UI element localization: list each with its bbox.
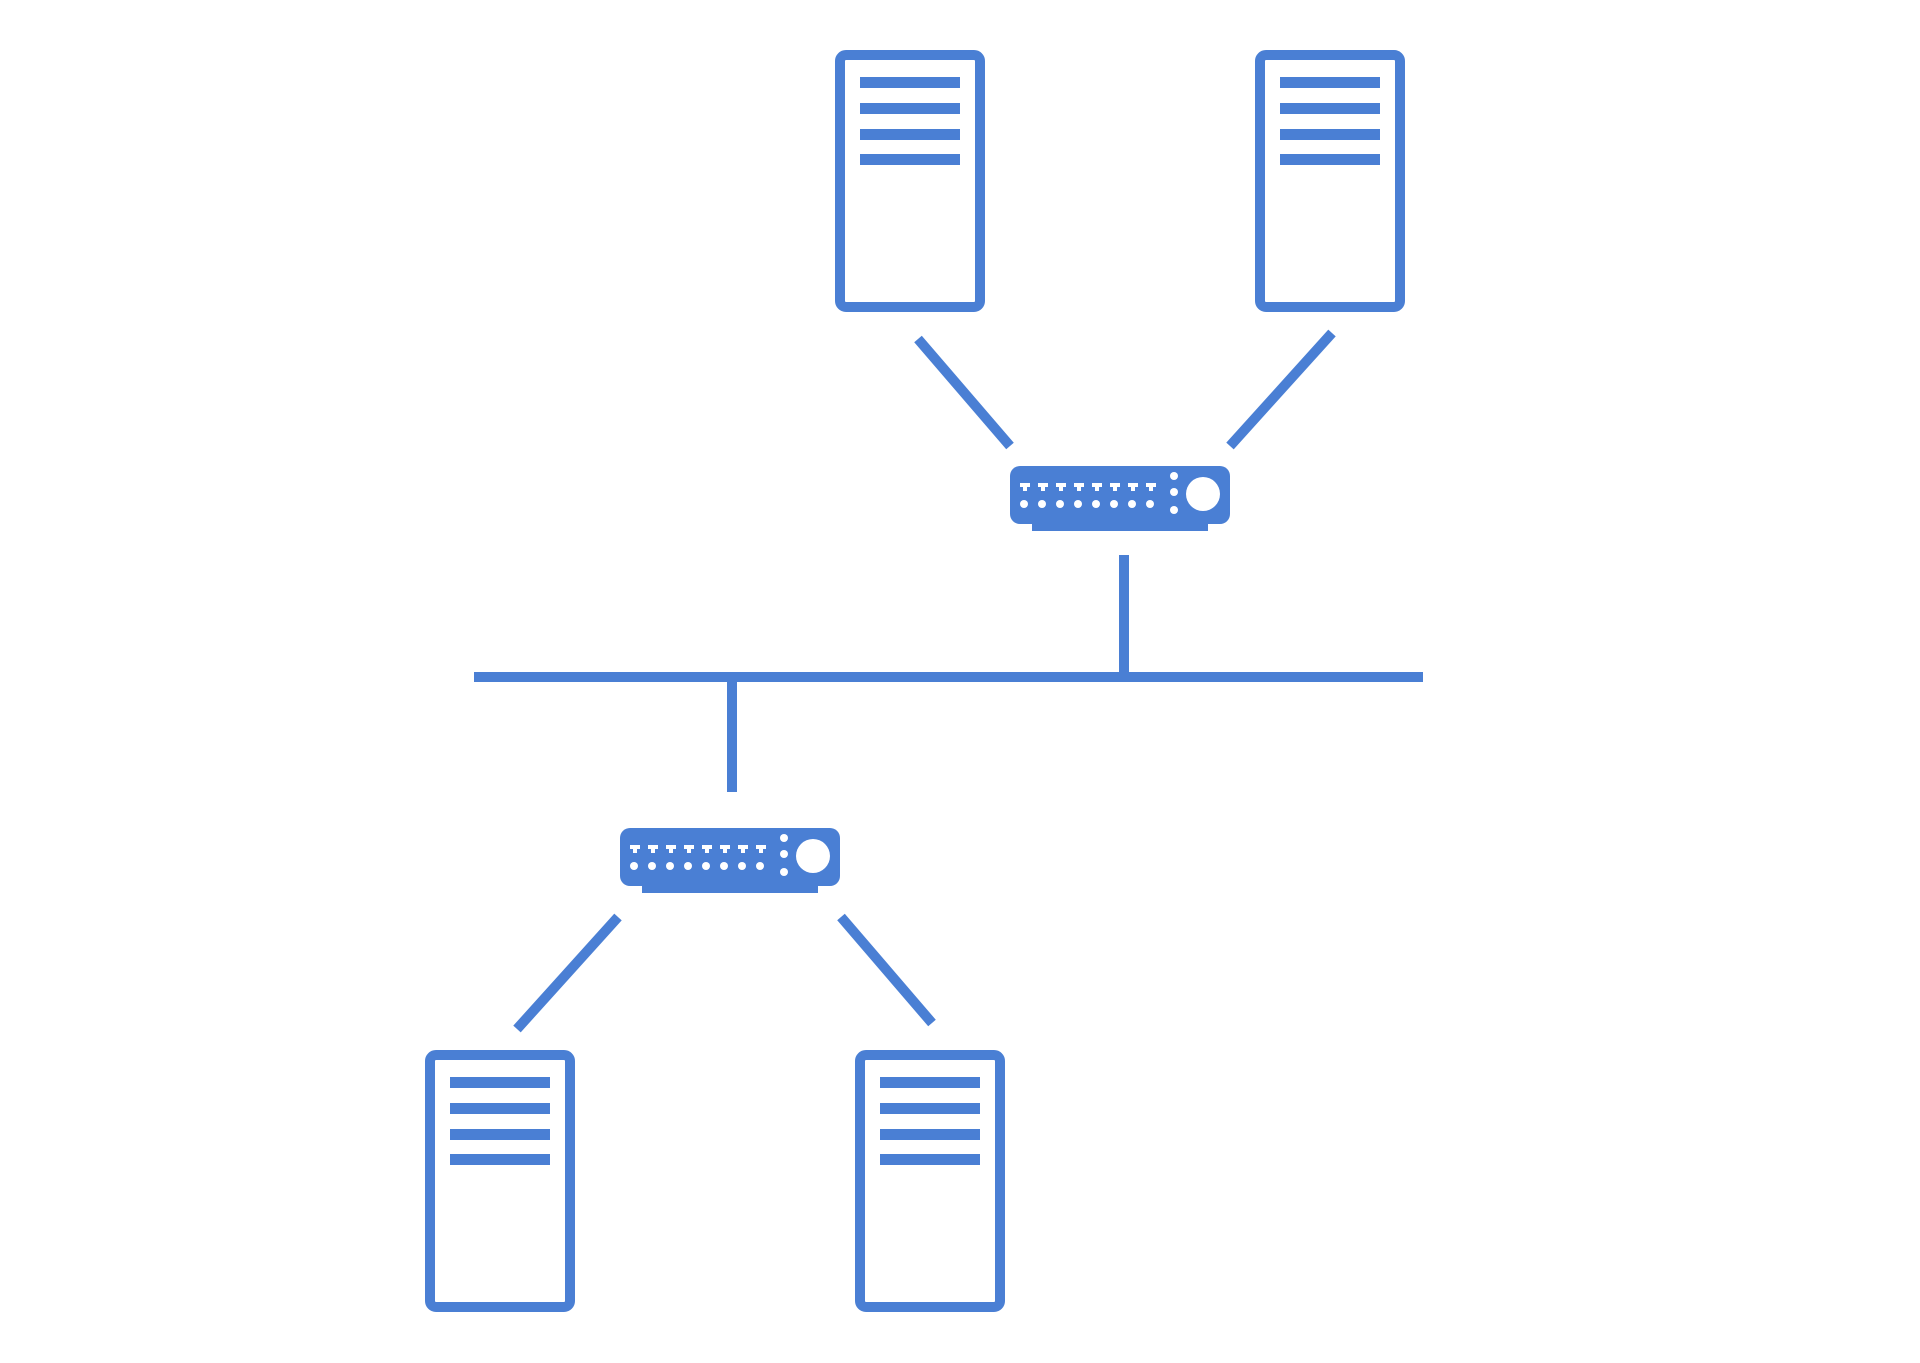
server-bottom-left [430, 1055, 570, 1307]
switch-bottom [620, 828, 840, 893]
network-switch-icon [620, 828, 840, 893]
network-switch-icon [1010, 466, 1230, 531]
server-top-left [840, 55, 980, 307]
server-tower-icon [860, 1055, 1000, 1307]
link-switch-bottom-to-server-bottom-right [837, 913, 936, 1027]
server-tower-icon [840, 55, 980, 307]
connections [474, 329, 1423, 1033]
link-server-top-left-to-switch-top [914, 335, 1014, 450]
server-tower-icon [430, 1055, 570, 1307]
server-bottom-right [860, 1055, 1000, 1307]
server-top-right [1260, 55, 1400, 307]
switch-top [1010, 466, 1230, 531]
link-switch-bottom-to-server-bottom-left [513, 913, 622, 1033]
server-tower-icon [1260, 55, 1400, 307]
link-server-top-right-to-switch-top [1226, 329, 1336, 450]
